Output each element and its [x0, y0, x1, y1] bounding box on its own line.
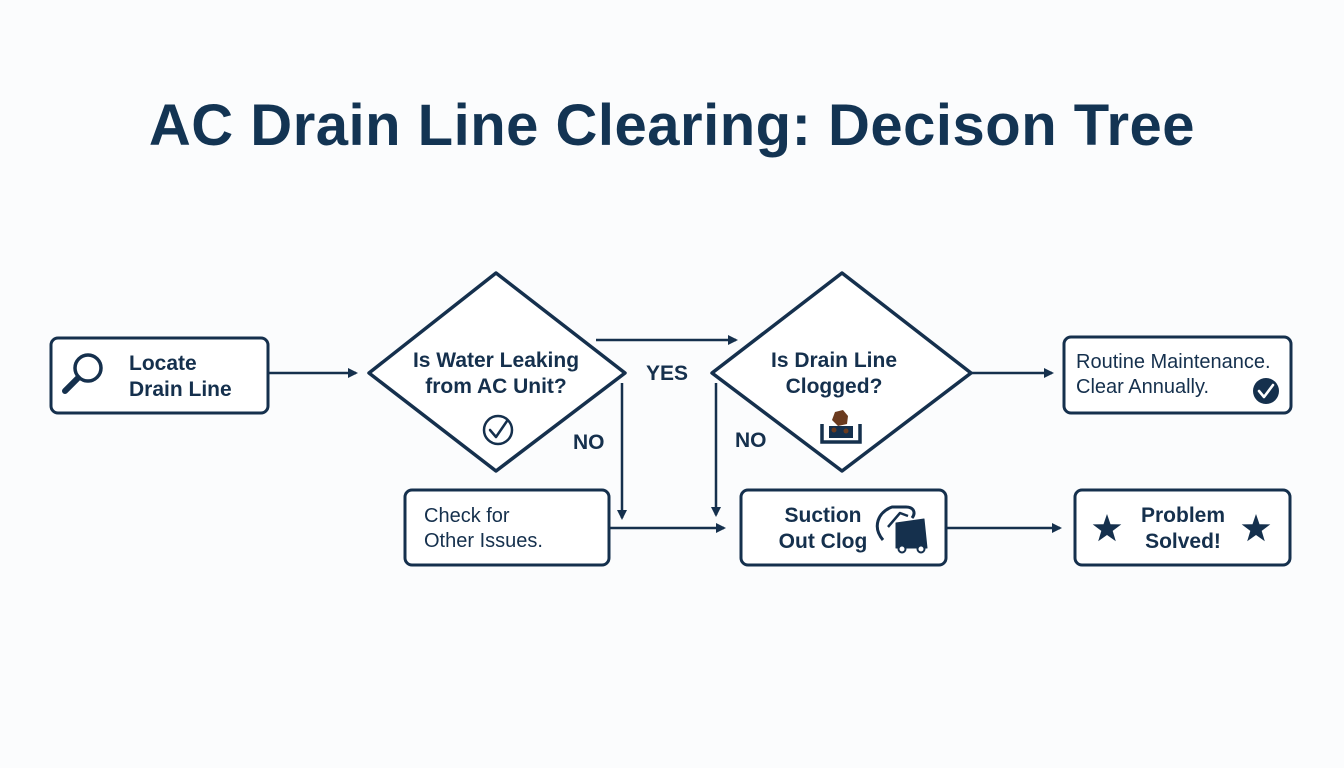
water-leaking-line1: Is Water Leaking: [412, 349, 580, 372]
edge-label-no-left: NO: [573, 431, 605, 454]
check-badge-icon: [1253, 378, 1279, 404]
water-leaking-line2: from AC Unit?: [425, 375, 567, 398]
magnifier-icon: [62, 353, 103, 394]
drain-clogged-line2: Clogged?: [785, 375, 883, 398]
locate-line1: Locate: [129, 352, 197, 375]
locate-box: [49, 336, 270, 415]
diagram-title: AC Drain Line Clearing: Decison Tree: [148, 93, 1196, 158]
edge-label-no-right: NO: [735, 429, 767, 452]
locate-line2: Drain Line: [129, 378, 232, 401]
solved-label: Problem Solved!: [1125, 503, 1241, 555]
water-leaking-label: Is Water Leaking from AC Unit?: [396, 348, 596, 400]
routine-line1: Routine Maintenance.: [1076, 351, 1271, 373]
drain-clogged-line1: Is Drain Line: [770, 349, 898, 372]
suction-label: Suction Out Clog: [768, 503, 878, 555]
clog-pipe-icon: [820, 410, 862, 444]
water-leaking-diamond: [367, 271, 627, 473]
check-other-line1: Check for: [424, 505, 510, 527]
routine-box: [1062, 335, 1293, 415]
routine-label: Routine Maintenance. Clear Annually.: [1076, 350, 1271, 400]
suction-line1: Suction: [784, 504, 862, 527]
star-icon-right: [1241, 514, 1271, 542]
solved-box: [1073, 488, 1292, 567]
check-other-label: Check for Other Issues.: [424, 504, 543, 554]
routine-line2: Clear Annually.: [1076, 376, 1210, 398]
star-icon-left: [1092, 514, 1122, 542]
drain-clogged-diamond: [710, 271, 973, 473]
locate-label: Locate Drain Line: [129, 351, 232, 403]
check-circle-icon: [482, 414, 514, 446]
suction-line2: Out Clog: [778, 530, 868, 553]
edge-label-yes: YES: [646, 362, 689, 385]
wet-vac-icon: [875, 505, 928, 554]
solved-line2: Solved!: [1145, 530, 1221, 553]
check-other-line2: Other Issues.: [424, 530, 543, 552]
drain-clogged-label: Is Drain Line Clogged?: [754, 348, 914, 400]
solved-line1: Problem: [1140, 504, 1226, 527]
